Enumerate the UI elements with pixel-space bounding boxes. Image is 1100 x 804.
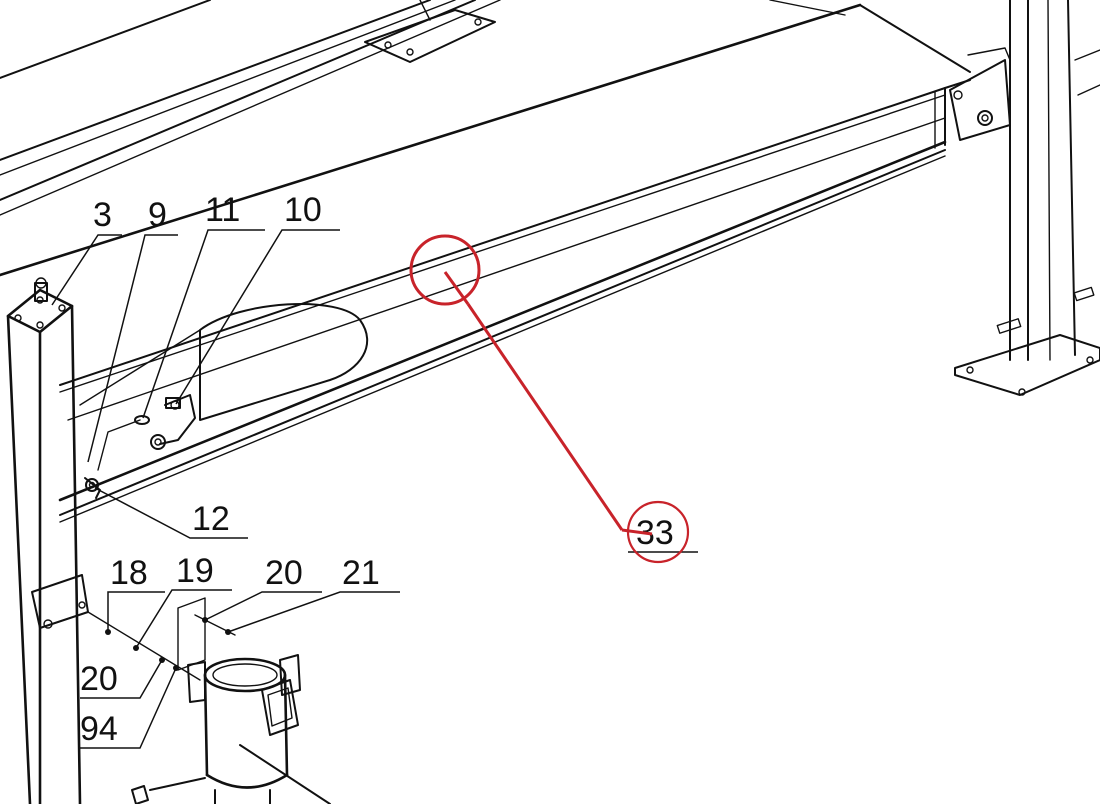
main-runway-beam [0,3,971,523]
right-post [949,0,1100,396]
highlight-circle-label [626,500,690,564]
top-mount-plate [364,0,496,63]
callout-20-lower: 20 [80,660,118,698]
upper-runway [0,0,846,216]
callout-19: 19 [176,552,214,590]
highlight-leader [466,303,624,531]
beam-hardware [84,394,196,499]
highlight-circle-target [409,234,481,306]
highlight-tick [443,271,470,305]
callout-94: 94 [80,710,118,748]
left-post [6,277,89,804]
callout-3: 3 [93,196,112,234]
highlight-annotation [409,234,690,564]
leader-lines [51,229,698,749]
callout-21: 21 [342,554,380,592]
callout-11: 11 [205,191,240,229]
motor-pump-unit [131,597,331,804]
callout-10: 10 [284,191,322,229]
callout-20-upper: 20 [265,554,303,592]
callout-12: 12 [192,500,230,538]
callout-labels: 3 9 11 10 12 18 19 20 21 20 94 33 [80,191,674,748]
callout-18: 18 [110,554,148,592]
callout-9: 9 [148,196,167,234]
